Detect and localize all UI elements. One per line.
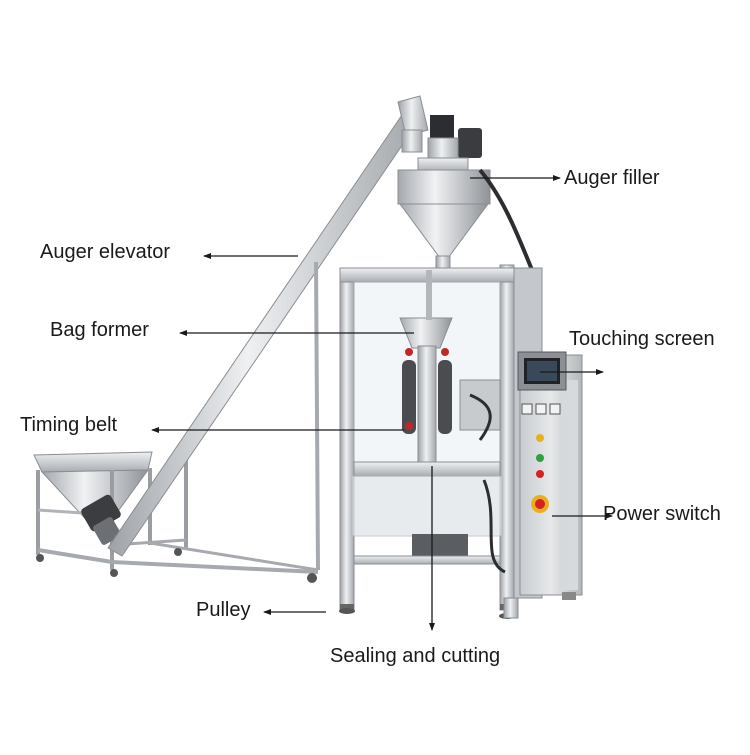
elevator-motor (81, 494, 121, 545)
label-touching-screen: Touching screen (569, 328, 715, 350)
callout-arrows (151, 175, 613, 631)
label-bag-former: Bag former (50, 319, 149, 341)
label-sealing-and-cutting: Sealing and cutting (330, 645, 501, 667)
label-auger-filler: Auger filler (564, 167, 660, 189)
control-cabinet (503, 267, 583, 619)
label-power-switch: Power switch (603, 503, 721, 525)
main-frame (339, 264, 521, 619)
label-timing-belt: Timing belt (20, 414, 118, 436)
label-pulley: Pulley (196, 599, 251, 621)
auger-filler-assembly (397, 115, 542, 291)
auger-elevator-tube (107, 95, 429, 571)
label-auger-elevator: Auger elevator (40, 241, 171, 263)
